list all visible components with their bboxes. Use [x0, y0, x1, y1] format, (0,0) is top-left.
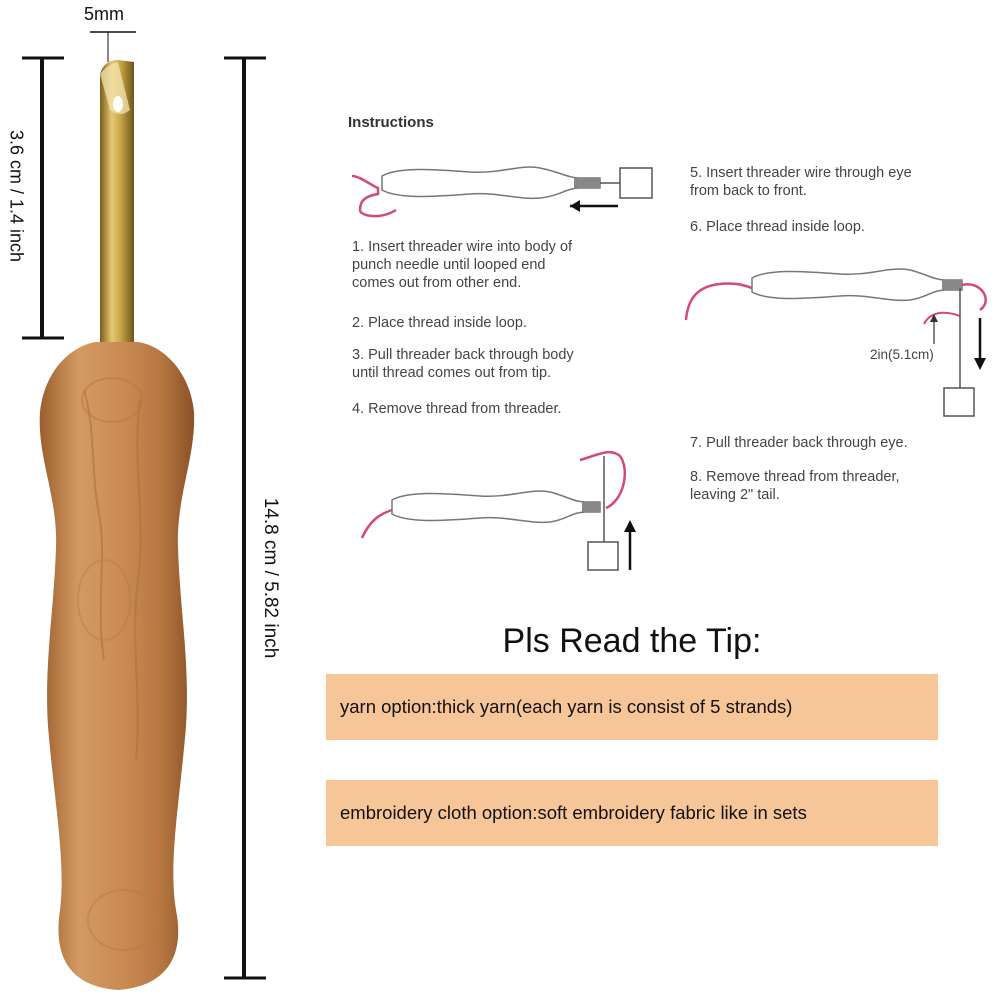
- wooden-handle: [39, 342, 195, 990]
- needle-length-label: 3.6 cm / 1.4 inch: [6, 129, 27, 263]
- total-length-bar: [224, 56, 266, 980]
- brass-needle: [100, 60, 134, 344]
- instruction-step-1: 1. Insert threader wire into body of pun…: [352, 239, 573, 291]
- tip-title: Pls Read the Tip:: [502, 622, 762, 660]
- instruction-step-6: 6. Place thread inside loop.: [690, 219, 865, 235]
- tip-cloth-option: embroidery cloth option:soft embroidery …: [326, 780, 938, 846]
- needle-length-bar: [22, 56, 64, 340]
- instruction-step-3: 3. Pull threader back through body until…: [352, 347, 574, 381]
- diagram-steps-5-8: [684, 268, 987, 417]
- instruction-step-8: 8. Remove thread from threader, leaving …: [690, 469, 900, 503]
- diagram-steps-pull: [360, 450, 636, 571]
- instruction-step-7: 7. Pull threader back through eye.: [690, 435, 908, 451]
- instruction-step-5: 5. Insert threader wire through eye from…: [690, 165, 912, 199]
- tip-yarn-option: yarn option:thick yarn(each yarn is cons…: [326, 674, 938, 740]
- instruction-step-4: 4. Remove thread from threader.: [352, 401, 562, 417]
- total-length-label: 14.8 cm / 5.82 inch: [260, 497, 281, 659]
- diagram-steps-1-4: [351, 166, 653, 218]
- measure-label: 2in(5.1cm): [870, 347, 934, 362]
- tip-width-label: 5mm: [84, 4, 124, 24]
- instructions-title: Instructions: [348, 114, 434, 131]
- instruction-step-2: 2. Place thread inside loop.: [352, 315, 527, 331]
